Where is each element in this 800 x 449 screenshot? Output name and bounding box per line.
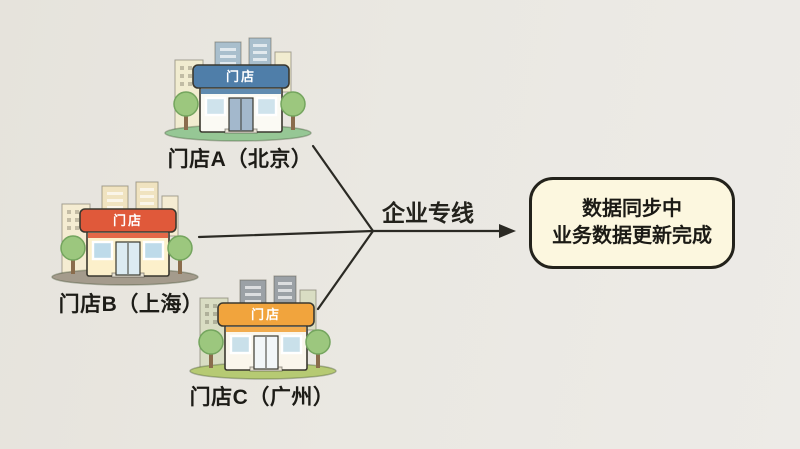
tree-icon [280,91,306,130]
window [255,96,278,117]
store-b-illustration: 门店 [51,181,199,286]
store-a-illustration: 门店 [164,37,312,142]
window [280,334,303,355]
tree-icon [60,235,86,274]
tree-icon [167,235,193,274]
awning-stripe [201,89,281,94]
awning-stripe [226,327,306,332]
arrowhead-icon [499,224,516,238]
status-line-2: 业务数据更新完成 [552,225,712,247]
store-sign-text: 门店 [251,307,281,322]
connection-label: 企业专线 [382,200,474,226]
window [142,240,165,261]
store-sign-text: 门店 [113,213,143,228]
store-a-label: 门店A（北京） [167,148,313,171]
awning-stripe [88,233,168,238]
tree-icon [173,91,199,130]
awning [192,64,290,89]
store-c-illustration: 门店 [189,275,337,380]
door [253,335,279,370]
line-store-c [316,229,375,311]
status-line-1: 数据同步中 [582,198,682,220]
door [228,97,254,132]
store-b-label: 门店B（上海） [58,293,204,316]
line-store-b [197,229,375,239]
store-sign-text: 门店 [226,69,256,84]
awning [79,208,177,233]
window [204,96,227,117]
tree-icon [198,329,224,368]
store-c-label: 门店C（广州） [189,386,335,409]
status-box: 数据同步中 业务数据更新完成 [529,177,735,269]
window [91,240,114,261]
awning [217,302,315,327]
window [229,334,252,355]
line-store-a [311,144,375,233]
door [115,241,141,276]
tree-icon [305,329,331,368]
